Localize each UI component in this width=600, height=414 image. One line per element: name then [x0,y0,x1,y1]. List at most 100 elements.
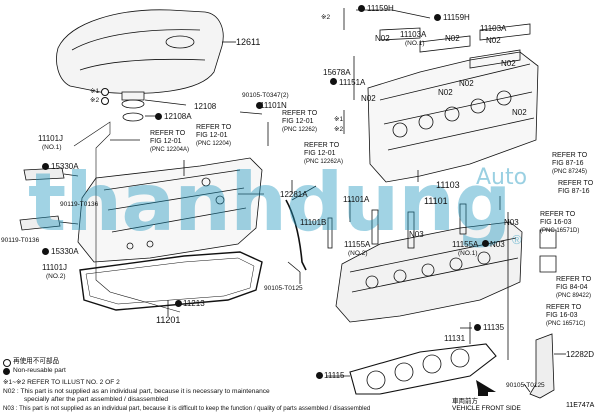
label-star2-a: ※2 [90,97,100,104]
label-15678a: 15678A [323,68,351,77]
label-12108a: 12108A [164,112,192,121]
cap-gasket [122,112,144,122]
refer-line1: REFER TO [552,152,588,159]
reuse-ring-mark [101,88,109,96]
refer-line2: FIG 12-01 [196,132,228,139]
head-cover-gasket [79,251,263,311]
vehicle-front-jp: 車両前方 [452,398,478,405]
label-90105-t0125-b: 90105-T0125 [506,382,545,389]
label-11101j-no2: 11101J [42,263,68,272]
refer-line2: FIG 12-01 [304,150,336,157]
non-reusable-mark [358,5,365,12]
label-n02: N02 [486,36,501,45]
label-n02: N02 [501,59,516,68]
label-12611: 12611 [236,37,261,47]
label-n02: N02 [459,79,474,88]
refer-callout-87245[interactable]: REFER TO FIG 87-16 (PNC 87245) [552,152,587,176]
label-star2-top: ※2 [321,14,331,21]
legend-n02-note: N02 : This part is not supplied as an in… [3,388,270,395]
label-90105-t0347: 90105-T0347(2) [242,92,289,99]
legend-reuse-symbol [3,359,11,367]
non-reusable-mark [474,324,481,331]
cylinder-head-gasket [349,343,497,395]
refer-line1: REFER TO [546,304,582,311]
label-n02: N02 [375,34,390,43]
refer-callout-12262[interactable]: REFER TO FIG 12-01 (PNC 12262) [282,110,317,134]
watermark-auto: Auto [476,165,528,190]
label-12281a: 12281A [280,190,308,199]
cylinder-head [335,221,523,323]
non-reusable-mark [155,113,162,120]
label-11155a-a: 11155A [344,240,371,249]
refer-callout-12262a[interactable]: REFER TO FIG 12-01 (PNC 12262A) [304,142,343,166]
label-n02: N02 [445,34,460,43]
legend-illust-note: ※1~※2 REFER TO ILLUST NO. 2 OF 2 [3,379,120,386]
refer-callout-12204a[interactable]: REFER TO FIG 12-01 (PNC 12204A) [150,130,189,154]
label-n02: N02 [361,94,376,103]
label-no2: (NO.2) [348,250,368,257]
oil-filler-cap [121,91,145,101]
label-11101n: 11101N [260,101,287,110]
refer-callout-12204[interactable]: REFER TO FIG 12-01 (PNC 12204) [196,124,231,148]
refer-line2: FIG 12-01 [282,118,314,125]
label-11101: 11101 [424,196,448,206]
refer-callout-89422[interactable]: REFER TO FIG 84-04 (PNC 89422) [556,276,591,300]
refer-line2: FIG 16-03 [546,312,578,319]
refer-pnc: (PNC 16571D) [540,228,580,234]
vvt-sensor-a [23,167,65,181]
label-n03: N03 [409,230,424,239]
vehicle-front-label: 車両前方 VEHICLE FRONT SIDE [452,398,521,412]
refer-callout-16571c[interactable]: REFER TO FIG 16-03 (PNC 16571C) [546,304,585,328]
refer-callout-16571d[interactable]: REFER TO FIG 16-03 (PNC 16571D) [540,211,579,235]
vehicle-front-arrow [476,380,496,396]
non-reusable-mark [434,14,441,21]
label-12108: 12108 [194,102,217,111]
watermark-brand: thanhdung [28,156,512,249]
label-11151a: 11151A [339,78,366,87]
label-11131: 11131 [444,334,466,343]
refer-pnc: (PNC 12262A) [304,159,344,165]
label-11103: 11103 [436,180,460,190]
label-n03: N03 [490,240,505,249]
refer-line1: REFER TO [282,110,318,117]
non-reusable-mark [175,300,182,307]
non-reusable-mark [316,372,323,379]
label-15330a-a: 15330A [51,162,79,171]
vvt-sensor-b [19,215,61,231]
diagram-code: 11E747A [566,402,595,409]
refer-pnc: (PNC 12262) [282,127,318,133]
legend-nonreuse-symbol [3,368,10,375]
refer-line2: FIG 87-16 [558,188,590,195]
label-11135: 11135 [483,323,505,332]
label-no1: (NO.1) [42,144,62,151]
refer-pnc: (PNC 12204) [196,141,232,147]
non-reusable-mark [330,78,337,85]
label-11101b: 11101B [300,218,327,227]
label-11101a: 11101A [343,195,370,204]
refer-line2: FIG 87-16 [552,160,584,167]
label-star2-b: ※2 [334,126,344,133]
label-11101j-no1: 11101J [38,134,64,143]
refer-callout-87-16[interactable]: REFER TO FIG 87-16 [558,180,593,196]
non-reusable-mark [42,248,49,255]
cylinder-head-cover [77,157,263,263]
label-90119-t0136-a: 90119-T0136 [60,201,99,208]
label-11159h-a: 11159H [367,4,394,13]
refer-line1: REFER TO [540,211,576,218]
legend-nonreuse-text: Non-reusable part [13,367,66,374]
refer-line1: REFER TO [196,124,232,131]
label-no1: (NO.1) [458,250,478,257]
refer-line1: REFER TO [558,180,594,187]
legend-reuse-text: 再使用不可部品 [13,358,60,365]
ventilation-hose [285,199,307,271]
non-reusable-mark [42,163,49,170]
refer-pnc: (PNC 89422) [556,293,592,299]
label-no2: (NO.2) [46,273,66,280]
label-11159h-b: 11159H [443,13,470,22]
label-no1: (NO.1) [405,40,425,47]
refer-line1: REFER TO [304,142,340,149]
label-n02: N02 [512,108,527,117]
refer-line2: FIG 84-04 [556,284,588,291]
